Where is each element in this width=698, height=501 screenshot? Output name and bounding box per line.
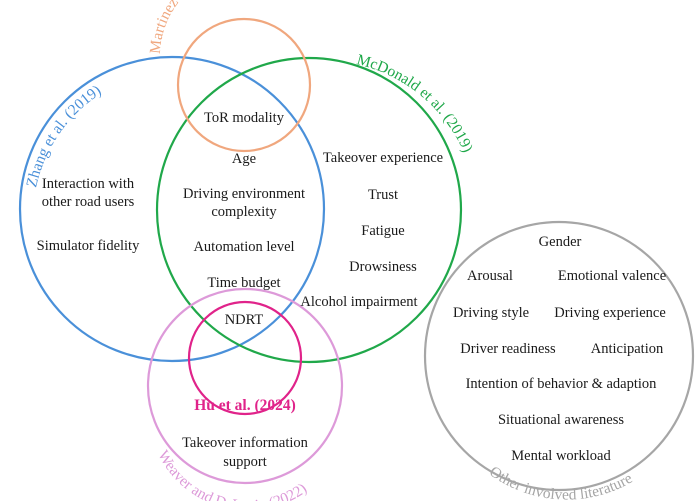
- martinez-circle: [176, 17, 312, 153]
- factor-driver-readiness: Driver readiness: [460, 341, 556, 357]
- weaver-circle: [146, 287, 344, 485]
- factor-interaction-line1: Interaction with: [42, 176, 135, 192]
- other-literature-circle: [423, 220, 695, 492]
- factor-mental-workload: Mental workload: [511, 448, 611, 464]
- factor-situational-awareness: Situational awareness: [498, 412, 624, 428]
- factor-driving-style: Driving style: [453, 305, 529, 321]
- factor-driving-environment-line2: complexity: [211, 204, 277, 220]
- factor-anticipation: Anticipation: [591, 341, 664, 357]
- factor-time-budget: Time budget: [207, 275, 280, 291]
- factor-alcohol-impairment: Alcohol impairment: [300, 294, 417, 310]
- factor-gender: Gender: [539, 234, 582, 250]
- other-literature-label: Other involved literature: [486, 463, 635, 501]
- zhang-label: Zhang et al. (2019): [23, 82, 104, 189]
- martinez-label: Martinez and Huang (2022): [147, 0, 289, 55]
- factor-automation-level: Automation level: [193, 239, 294, 255]
- zhang-circle: [18, 55, 326, 363]
- factor-interaction-line2: other road users: [42, 194, 135, 210]
- factor-driving-experience: Driving experience: [554, 305, 666, 321]
- factor-tor-modality: ToR modality: [204, 110, 285, 126]
- factor-arousal: Arousal: [467, 268, 513, 284]
- factor-simulator-fidelity: Simulator fidelity: [37, 238, 140, 254]
- hu-label: Hu et al. (2024): [194, 397, 296, 414]
- hu-circle: [187, 300, 303, 416]
- factor-takeover-experience: Takeover experience: [323, 150, 443, 166]
- factor-takeover-information-line1: Takeover information: [182, 435, 309, 451]
- factor-ndrt: NDRT: [225, 312, 264, 328]
- factor-age: Age: [232, 151, 256, 167]
- factor-emotional-valence: Emotional valence: [558, 268, 666, 284]
- factor-drowsiness: Drowsiness: [349, 259, 417, 275]
- mcdonald-circle: [155, 56, 463, 364]
- factor-intention-of-behavior: Intention of behavior & adaption: [466, 376, 658, 392]
- mcdonald-label: McDonald et al. (2019): [355, 51, 476, 155]
- factor-driving-environment-line1: Driving environment: [183, 186, 305, 202]
- factor-takeover-information-line2: support: [223, 454, 267, 470]
- factor-trust: Trust: [368, 187, 398, 203]
- factor-fatigue: Fatigue: [361, 223, 405, 239]
